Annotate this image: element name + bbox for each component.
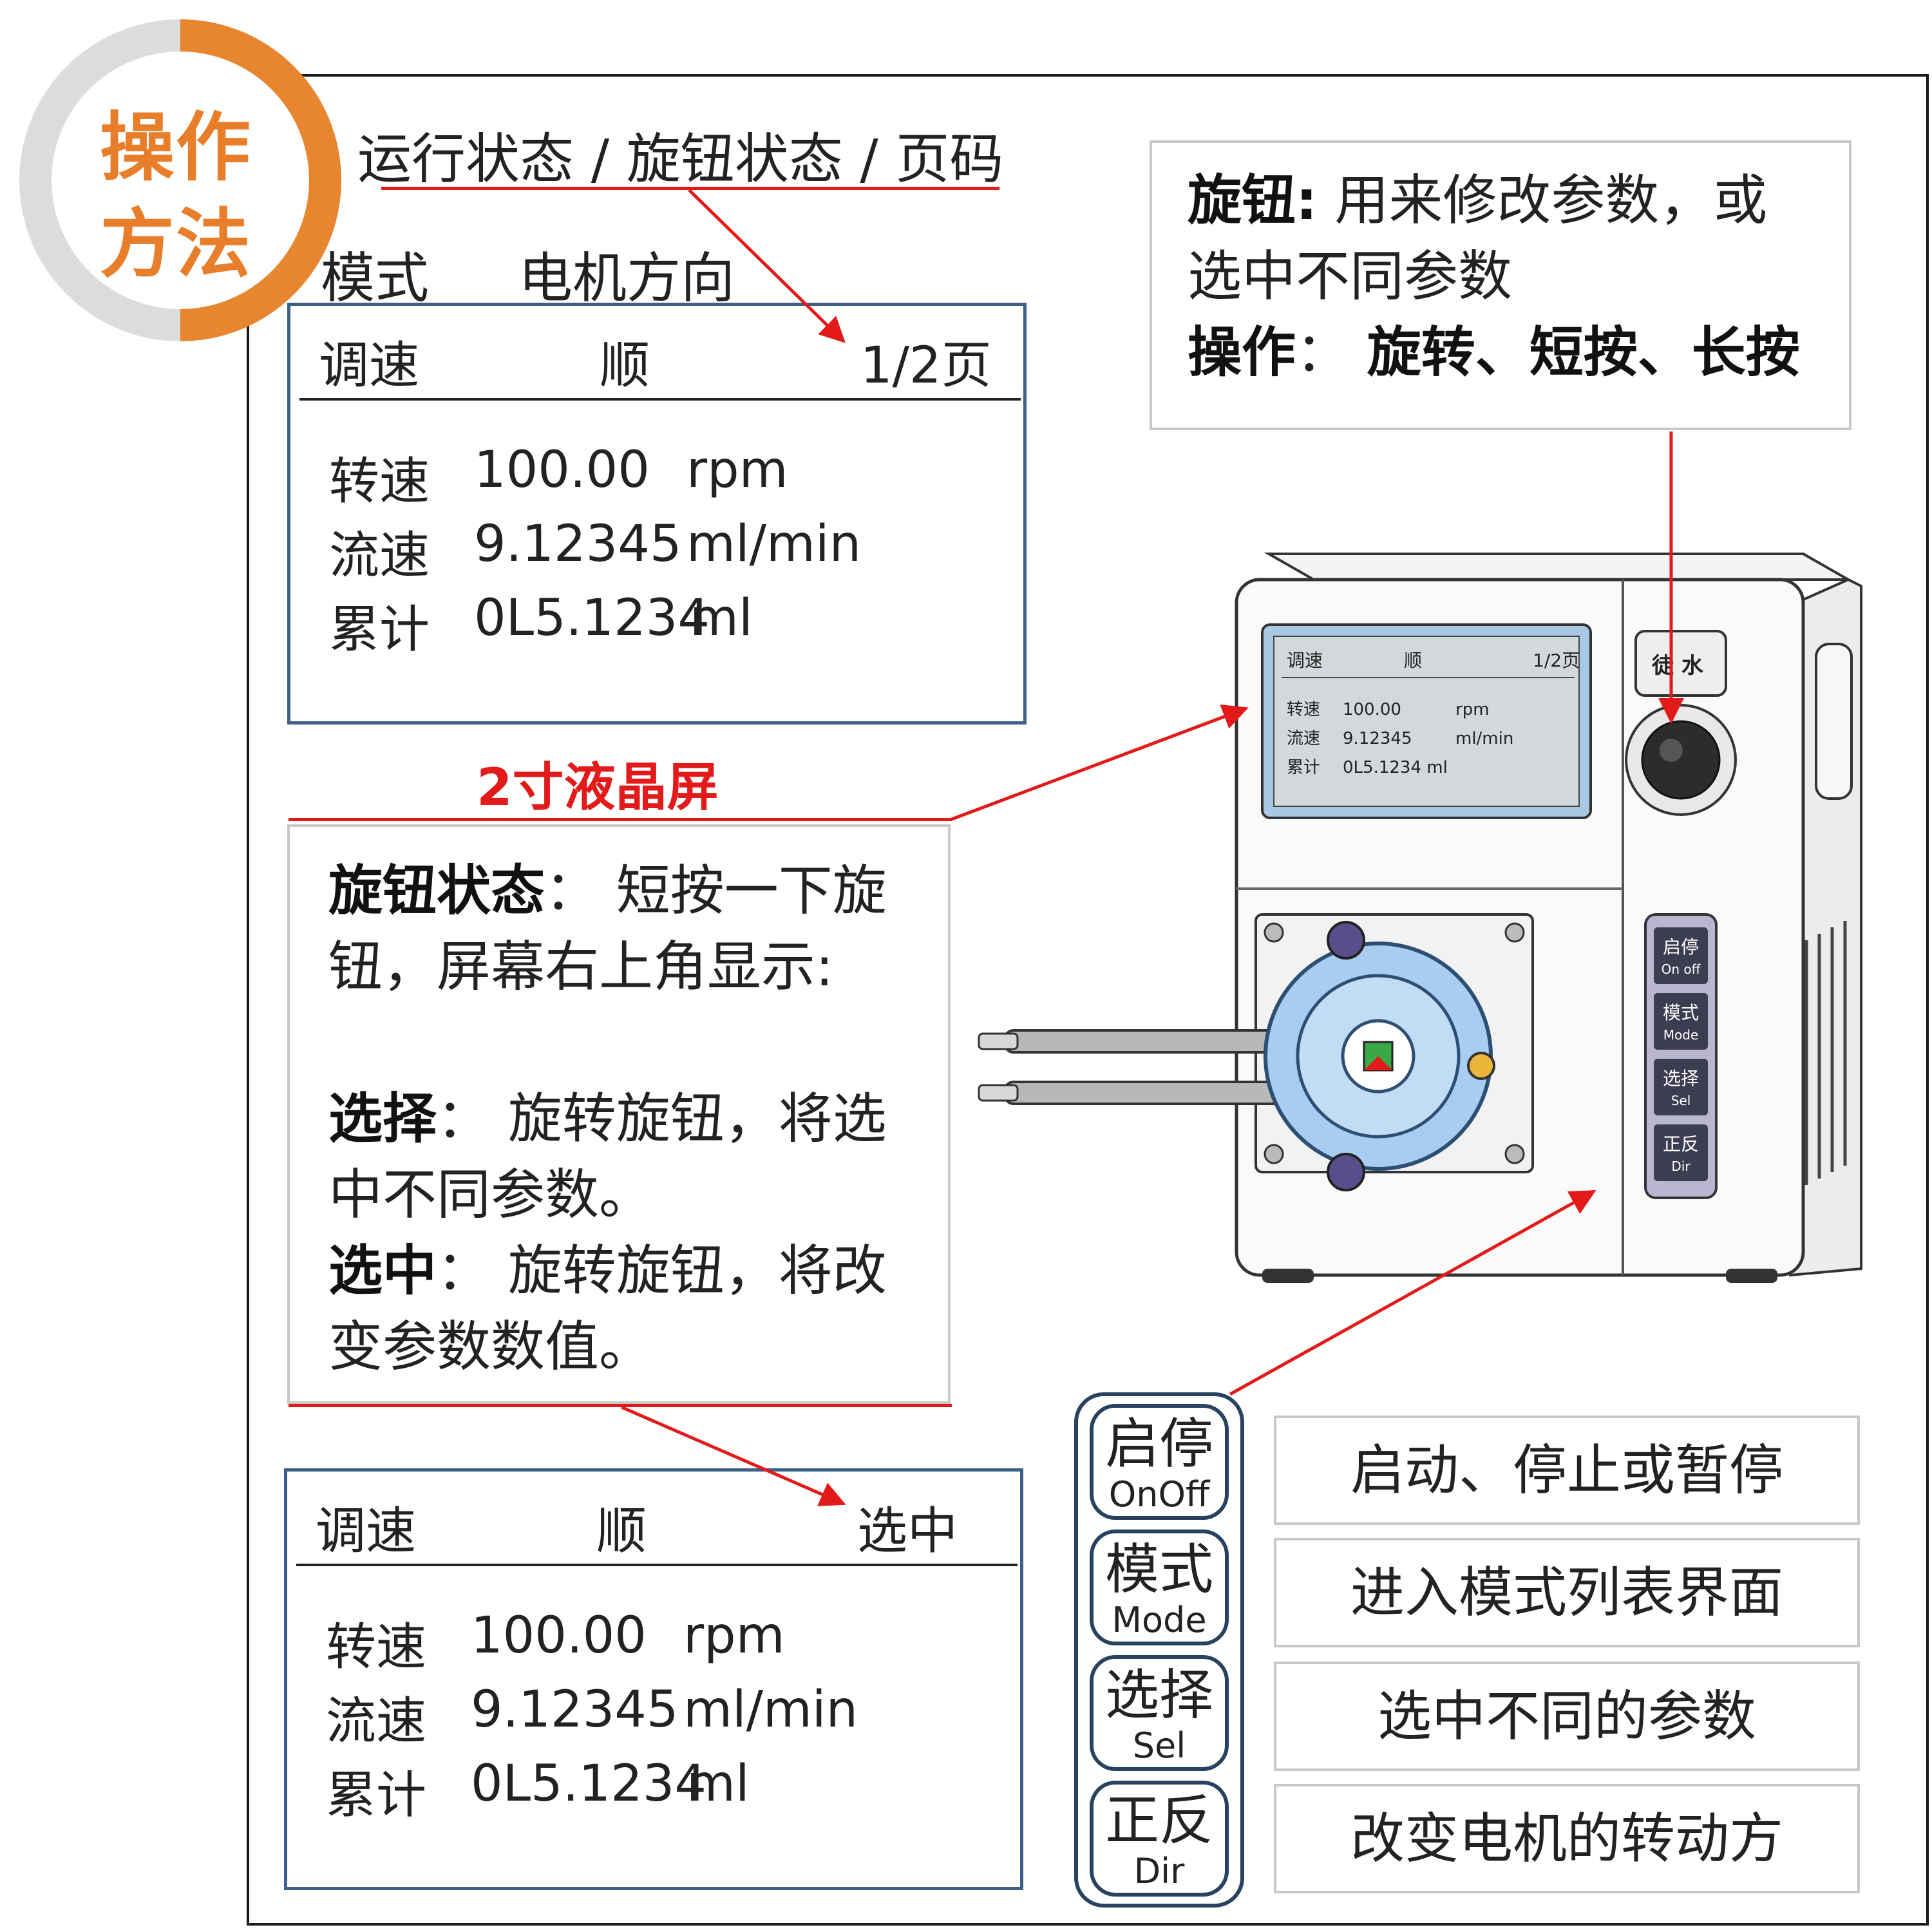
panel-direction: 顺	[600, 337, 650, 395]
device-screen-r1-label: 转速	[1287, 700, 1320, 719]
side-vents	[1804, 921, 1847, 1185]
panel-page: 1/2页	[860, 337, 992, 395]
callout-underline	[289, 1404, 952, 1407]
side-handle	[1815, 643, 1853, 800]
device-btn-onoff-cn: 启停	[1663, 936, 1699, 958]
panel2-divider	[296, 1564, 1018, 1566]
device-screen-r1: 100.00	[1343, 700, 1401, 719]
lcd-panel-selected: 调速 顺 选中 转速 100.00 rpm 流速 9.12345 ml/min …	[284, 1468, 1023, 1890]
device-btn-onoff-en: On off	[1662, 961, 1701, 977]
lcd-size-label: 2寸液晶屏	[477, 757, 719, 817]
knob-state-title: 旋钮状态	[328, 859, 545, 922]
row2-speed-unit: rpm	[683, 1607, 785, 1665]
logo-text-line2: 方法	[100, 201, 252, 288]
motor-direction-label: 电机方向	[518, 247, 735, 310]
device-btn-mode-en: Mode	[1663, 1027, 1699, 1043]
device-screen-r2: 9.12345	[1343, 729, 1412, 748]
operation-text: 旋转、短按、长按	[1367, 321, 1800, 384]
lcd-panel-running: 调速 顺 1/2页 转速 100.00 rpm 流速 9.12345 ml/mi…	[287, 303, 1027, 724]
mode-label: 模式	[321, 247, 430, 310]
select-text: 旋转旋钮，将选	[507, 1087, 887, 1150]
logo-text-line1: 操作	[100, 104, 252, 191]
selected-title: 选中	[328, 1239, 437, 1302]
select-title: 选择	[328, 1087, 437, 1150]
row-total-value: 0L5.1234	[474, 589, 710, 647]
device-btn-dir-en: Dir	[1671, 1159, 1690, 1174]
row-speed-unit: rpm	[687, 441, 788, 499]
row2-speed-value: 100.00	[471, 1607, 647, 1665]
dir-description: 改变电机的转动方	[1274, 1784, 1860, 1893]
selected-text: 旋转旋钮，将改	[507, 1239, 887, 1302]
device-screen-page: 1/2页	[1533, 650, 1580, 671]
onoff-description: 启动、停止或暂停	[1274, 1416, 1860, 1525]
mode-button-cn: 模式	[1104, 1538, 1213, 1601]
row2-flow-label: 流速	[326, 1692, 427, 1750]
row-total-unit: ml	[690, 589, 753, 647]
row2-total-unit: ml	[687, 1755, 750, 1813]
lcd-label-underline	[289, 818, 952, 821]
panel2-mode: 调速	[316, 1502, 417, 1560]
device-btn-mode-cn: 模式	[1663, 1002, 1699, 1023]
operation-title: 操作	[1188, 321, 1296, 384]
panel2-state: 选中	[857, 1502, 958, 1560]
device-screen-mode: 调速	[1287, 650, 1323, 671]
onoff-button-cn: 启停	[1104, 1412, 1213, 1475]
device-brand-plate	[1634, 630, 1727, 697]
row-flow-value: 9.12345	[474, 515, 682, 573]
mode-button[interactable]: 模式 Mode	[1090, 1530, 1229, 1645]
mode-description: 进入模式列表界面	[1274, 1538, 1860, 1647]
dir-button-en: Dir	[1133, 1851, 1185, 1891]
device-btn-sel-en: Sel	[1671, 1093, 1691, 1108]
row2-speed-label: 转速	[326, 1618, 427, 1676]
sel-button[interactable]: 选择 Sel	[1090, 1655, 1229, 1771]
mode-button-en: Mode	[1112, 1600, 1207, 1640]
row-speed-value: 100.00	[474, 441, 650, 499]
row-flow-unit: ml/min	[687, 515, 862, 573]
device-screen-r2-label: 流速	[1287, 729, 1320, 748]
annotation-underline	[381, 187, 999, 190]
panel-mode: 调速	[319, 337, 420, 395]
knob-text: 用来修改参数，或	[1334, 169, 1768, 232]
device-screen-direction: 顺	[1404, 650, 1422, 671]
device-screen-r2-unit: ml/min	[1455, 729, 1513, 748]
button-legend-strip: 启停 OnOff 模式 Mode 选择 Sel 正反 Dir	[1074, 1392, 1244, 1908]
knob-callout: 旋钮: 用来修改参数，或 选中不同参数 操作： 旋转、短按、长按	[1150, 140, 1852, 430]
main-frame	[247, 74, 1929, 1926]
row-total-label: 累计	[329, 601, 430, 659]
onoff-button[interactable]: 启停 OnOff	[1090, 1404, 1229, 1520]
device-screen-r3-label: 累计	[1287, 758, 1320, 777]
status-annotation: 运行状态 / 旋钮状态 / 页码	[357, 128, 1004, 191]
knob-state-callout: 旋钮状态： 短按一下旋 钮，屏幕右上角显示: 选择： 旋转旋钮，将选 中不同参数…	[287, 824, 951, 1404]
sel-button-cn: 选择	[1104, 1663, 1213, 1727]
dir-button-cn: 正反	[1104, 1789, 1213, 1852]
onoff-button-en: OnOff	[1108, 1474, 1210, 1515]
arrow-to-device-screen	[951, 704, 1249, 821]
arrow-to-page-indicator	[688, 189, 846, 343]
sel-description: 选中不同的参数	[1274, 1662, 1860, 1771]
row2-total-label: 累计	[326, 1766, 427, 1824]
row-flow-label: 流速	[329, 527, 430, 585]
panel-divider	[299, 398, 1021, 401]
device-brand-text: 徒 水	[1651, 653, 1704, 679]
row2-flow-unit: ml/min	[683, 1681, 858, 1739]
knob-title: 旋钮	[1188, 169, 1296, 232]
device-screen-r3: 0L5.1234 ml	[1343, 758, 1448, 777]
logo-badge-inner	[52, 52, 309, 309]
device-screen	[1273, 636, 1580, 807]
peristaltic-pump-illustration: 调速 顺 1/2页 转速 100.00 rpm 流速 9.12345 ml/mi…	[978, 553, 1862, 1283]
arrow-to-button-strip	[1229, 1189, 1596, 1396]
panel2-direction: 顺	[596, 1502, 647, 1560]
device-screen-r1-unit: rpm	[1455, 700, 1490, 719]
arrow-to-selected-indicator	[621, 1405, 846, 1506]
device-btn-sel-cn: 选择	[1663, 1068, 1699, 1089]
knob-state-text: 短按一下旋	[616, 859, 887, 922]
row2-flow-value: 9.12345	[471, 1681, 679, 1739]
row2-total-value: 0L5.1234	[471, 1755, 707, 1813]
device-btn-dir-cn: 正反	[1663, 1133, 1699, 1155]
row-speed-label: 转速	[329, 453, 430, 511]
sel-button-en: Sel	[1132, 1725, 1186, 1766]
dir-button[interactable]: 正反 Dir	[1090, 1781, 1229, 1897]
